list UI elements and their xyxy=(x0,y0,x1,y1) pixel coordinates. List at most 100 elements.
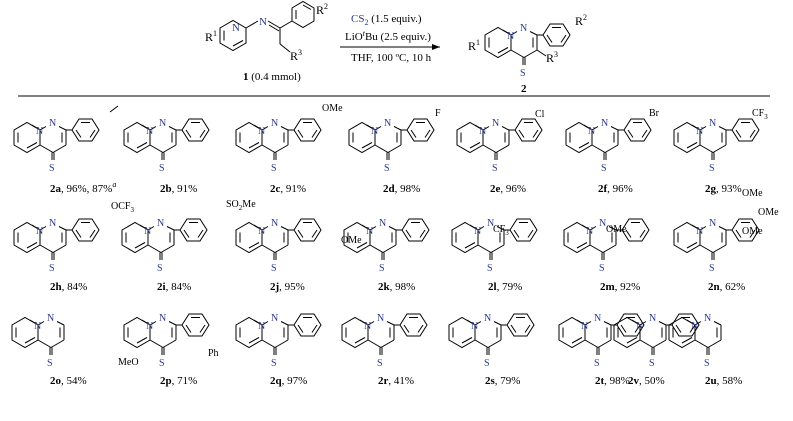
n-atom: N xyxy=(471,321,478,332)
yield-label: 2t, 98% xyxy=(595,375,630,387)
yield-label: 2v, 50% xyxy=(628,375,665,387)
yield-label: 2d, 98% xyxy=(383,183,420,195)
yield-label: 2e, 96% xyxy=(490,183,526,195)
sub-ocf3-2h: OCF3 xyxy=(111,201,134,214)
r2-label: R2 xyxy=(316,2,328,17)
n-atom: N xyxy=(379,218,386,229)
sub-cf3-2k: CF3 xyxy=(493,224,509,237)
r1-label: R1 xyxy=(205,29,217,44)
s-atom: S xyxy=(709,163,715,174)
n-atom: N xyxy=(709,218,716,229)
n-atom: N xyxy=(636,321,643,332)
n-atom: N xyxy=(696,226,703,237)
sub-cf3-2g: CF3 xyxy=(752,108,768,121)
yield-label: 2u, 58% xyxy=(705,375,742,387)
n-atom: N xyxy=(258,321,265,332)
n-atom: N xyxy=(258,226,265,237)
s-atom: S xyxy=(49,263,55,274)
n-atom: N xyxy=(601,118,608,129)
product-n-ring: N xyxy=(520,23,527,34)
n-atom: N xyxy=(484,313,491,324)
sub-so2me-2i: SO2Me xyxy=(226,199,256,212)
sub-ome-2j: OMe xyxy=(341,235,362,246)
sub-ph-2q: Ph xyxy=(208,348,219,359)
s-atom: S xyxy=(159,358,165,369)
condition-base: LiOtBu (2.5 equiv.) xyxy=(345,29,431,43)
s-atom: S xyxy=(271,263,277,274)
yield-label: 2p, 71% xyxy=(160,375,197,387)
s-atom: S xyxy=(49,163,55,174)
yield-label: 2h, 84% xyxy=(50,281,87,293)
n-atom: N xyxy=(258,126,265,137)
n-atom: N xyxy=(377,313,384,324)
yield-label: 2o, 54% xyxy=(50,375,87,387)
product-2b: NN S 2b, 91% xyxy=(123,118,210,195)
sub-ome-2n-b: OMe xyxy=(758,207,779,218)
n-atom: N xyxy=(581,321,588,332)
s-atom: S xyxy=(271,358,277,369)
n-atom: N xyxy=(691,321,698,332)
s-atom: S xyxy=(159,163,165,174)
n-atom: N xyxy=(159,313,166,324)
yield-label: 2r, 41% xyxy=(378,375,414,387)
yield-label: 2j, 95% xyxy=(270,281,305,293)
s-atom: S xyxy=(379,263,385,274)
n-atom: N xyxy=(492,118,499,129)
n-atom: N xyxy=(709,118,716,129)
n-atom: N xyxy=(146,126,153,137)
n-atom: N xyxy=(371,126,378,137)
n-atom: N xyxy=(34,321,41,332)
product-s-atom: S xyxy=(520,68,526,79)
yield-label: 2i, 84% xyxy=(157,281,191,293)
s-atom: S xyxy=(594,358,600,369)
s-atom: S xyxy=(601,163,607,174)
sub-ome-2n-c: OMe xyxy=(742,226,763,237)
n-atom: N xyxy=(159,118,166,129)
n-atom: N xyxy=(36,126,43,137)
yield-label: 2a, 96%, 87%a xyxy=(50,180,116,195)
n-atom: N xyxy=(144,226,151,237)
n-atom: N xyxy=(487,218,494,229)
s-atom: S xyxy=(271,163,277,174)
s-atom: S xyxy=(487,263,493,274)
imine-n-atom: N xyxy=(259,16,267,28)
n-atom: N xyxy=(474,226,481,237)
sub-ome-2n-a: OMe xyxy=(742,188,763,199)
product-r3-label: R3 xyxy=(546,50,558,65)
yield-label: 2b, 91% xyxy=(160,183,197,195)
yield-label: 2m, 92% xyxy=(600,281,640,293)
s-atom: S xyxy=(484,358,490,369)
n-atom: N xyxy=(704,313,711,324)
n-atom: N xyxy=(271,118,278,129)
n-atom: N xyxy=(649,313,656,324)
pyridine-n-atom: N xyxy=(232,22,240,34)
n-atom: N xyxy=(586,226,593,237)
s-atom: S xyxy=(157,263,163,274)
yield-label: 2f, 96% xyxy=(598,183,633,195)
sub-ome-2c: OMe xyxy=(322,103,343,114)
yield-label: 2q, 97% xyxy=(270,375,307,387)
n-atom: N xyxy=(594,313,601,324)
s-atom: S xyxy=(599,263,605,274)
s-atom: S xyxy=(492,163,498,174)
sub-cl-2e: Cl xyxy=(535,109,545,120)
n-atom: N xyxy=(364,321,371,332)
